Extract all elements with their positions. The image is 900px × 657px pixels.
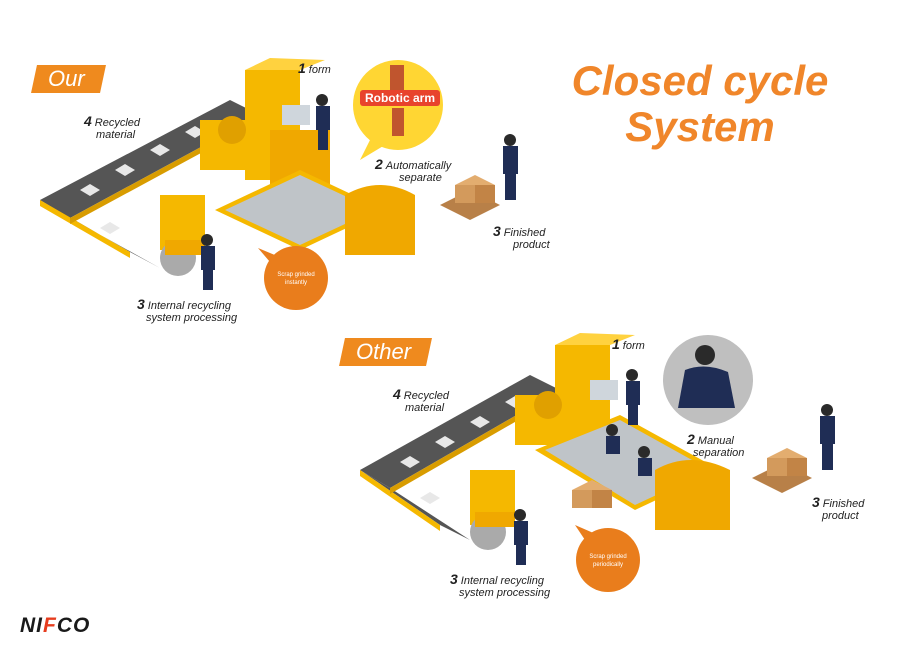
nifco-logo: NIFCO	[20, 614, 91, 637]
bottom-scrap-bubble	[576, 528, 640, 592]
bottom-grinder	[470, 470, 515, 550]
bottom-workers	[514, 369, 835, 565]
top-grinder	[160, 195, 205, 276]
top-workers	[201, 94, 518, 290]
robotic-arm-graphic	[390, 65, 404, 136]
other-tag: Other	[339, 338, 433, 366]
our-tag: Our	[31, 65, 106, 93]
top-belt	[215, 170, 415, 255]
top-machine	[200, 58, 330, 190]
bottom-boxes	[572, 448, 812, 508]
bottom-belt	[535, 415, 730, 530]
robotic-arm-label: Robotic arm	[360, 90, 440, 106]
top-scrap-bubble	[264, 246, 328, 310]
page-title: Closed cycle System	[571, 57, 829, 150]
top-boxes	[440, 175, 500, 220]
manual-worker-graphic	[678, 345, 735, 408]
